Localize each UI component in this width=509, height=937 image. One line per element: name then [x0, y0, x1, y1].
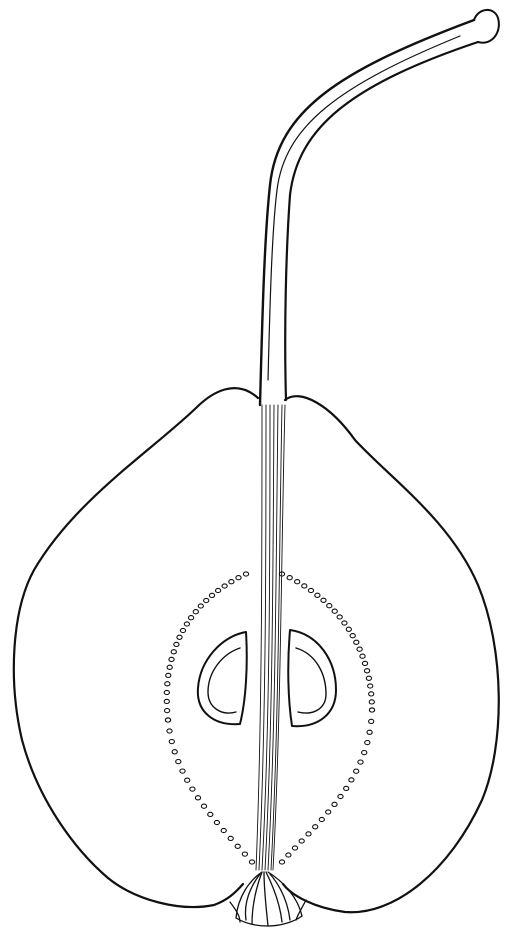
- core-dot: [167, 729, 172, 733]
- core-dot: [354, 769, 359, 773]
- core-dot: [308, 588, 313, 592]
- core-dot: [350, 634, 355, 638]
- core-dot: [292, 846, 297, 850]
- stalk-shading: [268, 36, 460, 380]
- core-dot: [185, 778, 190, 782]
- vascular-strand: [256, 405, 262, 870]
- core-dot: [321, 598, 326, 602]
- core-dot: [195, 796, 200, 800]
- core-dot: [208, 812, 213, 816]
- core-dot: [180, 628, 185, 632]
- core-dot: [184, 622, 189, 626]
- core-dot: [242, 852, 247, 856]
- core-dot: [204, 598, 209, 602]
- core-dot: [332, 802, 337, 806]
- core-dot: [337, 615, 342, 619]
- core-dot: [190, 787, 195, 791]
- core-dot: [346, 627, 351, 631]
- left-seed-cavity-inner: [208, 648, 240, 713]
- vascular-strand: [273, 405, 285, 870]
- core-dot: [174, 642, 179, 646]
- core-dot: [302, 584, 307, 588]
- core-vascular-strands: [256, 405, 285, 870]
- core-dot: [368, 684, 373, 688]
- core-dot: [360, 654, 365, 658]
- core-dot: [236, 576, 241, 580]
- core-dot: [326, 810, 331, 814]
- core-dot: [342, 621, 347, 625]
- core-dot: [165, 718, 170, 722]
- core-dot: [367, 730, 372, 734]
- core-dot: [189, 616, 194, 620]
- core-dot: [332, 609, 337, 613]
- core-dot: [344, 786, 349, 790]
- core-dot: [319, 817, 324, 821]
- core-dot: [369, 719, 374, 723]
- core-dot: [338, 794, 343, 798]
- core-dot: [299, 839, 304, 843]
- core-dot: [221, 828, 226, 832]
- core-dot: [366, 676, 371, 680]
- core-dot: [214, 820, 219, 824]
- core-dot: [362, 661, 367, 665]
- core-dot: [177, 635, 182, 639]
- core-dot: [287, 576, 292, 580]
- core-dot: [315, 593, 320, 597]
- core-dot: [295, 580, 300, 584]
- core-dot: [279, 860, 284, 864]
- core-dot: [306, 832, 311, 836]
- core-dot: [167, 665, 172, 669]
- core-dot: [327, 604, 332, 608]
- core-dot: [354, 640, 359, 644]
- core-dot: [222, 584, 227, 588]
- core-dot: [235, 844, 240, 848]
- core-dot: [365, 669, 370, 673]
- core-dot: [229, 580, 234, 584]
- left-seed-cavity: [198, 632, 247, 724]
- core-dot: [243, 572, 248, 576]
- core-dot: [193, 610, 198, 614]
- core-dot: [369, 692, 374, 696]
- stalk-right-edge: [285, 42, 478, 400]
- right-seed-cavity-inner: [296, 648, 326, 713]
- core-dot: [165, 709, 170, 713]
- core-dot: [209, 593, 214, 597]
- core-dot: [172, 750, 177, 754]
- pear-outline: [14, 388, 499, 912]
- core-dot: [166, 673, 171, 677]
- stalk-left-edge: [260, 20, 474, 405]
- stalk-tip: [474, 10, 499, 43]
- core-dot: [165, 682, 170, 686]
- core-dot: [349, 778, 354, 782]
- core-dot: [201, 804, 206, 808]
- core-dot: [164, 690, 169, 694]
- core-dot: [358, 760, 363, 764]
- core-dot: [286, 853, 291, 857]
- core-dot: [249, 860, 254, 864]
- core-dot: [171, 650, 176, 654]
- core-dot: [176, 760, 181, 764]
- core-dot: [369, 708, 374, 712]
- core-dot: [369, 700, 374, 704]
- core-dot: [362, 751, 367, 755]
- core-dot: [216, 588, 221, 592]
- calyx: [230, 872, 306, 926]
- core-dot: [357, 647, 362, 651]
- core-dot: [180, 769, 185, 773]
- core-dot: [228, 836, 233, 840]
- core-dot: [365, 741, 370, 745]
- core-dot: [169, 657, 174, 661]
- core-dot: [164, 699, 169, 703]
- core-dot: [313, 825, 318, 829]
- core-dot: [198, 604, 203, 608]
- core-dot: [169, 740, 174, 744]
